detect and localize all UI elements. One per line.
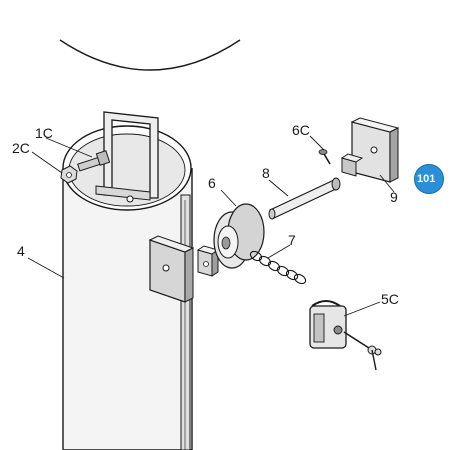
label-1c: 1C: [35, 125, 53, 141]
pin: [268, 177, 341, 220]
padlock-keys: [343, 331, 382, 371]
bolt: [77, 150, 111, 172]
padlock: [309, 300, 347, 349]
small-screw: [318, 149, 331, 165]
leader-lines: [27, 135, 395, 317]
label-6: 6: [208, 175, 216, 191]
label-2c: 2C: [12, 140, 30, 156]
label-5c: 5C: [381, 291, 399, 307]
nut: [60, 165, 78, 184]
pulley-wheel: [213, 203, 265, 269]
label-6c: 6C: [292, 122, 310, 138]
label-8: 8: [262, 165, 270, 181]
bracket-block: [340, 117, 400, 183]
side-plate: [148, 235, 195, 303]
chain: [249, 250, 307, 285]
label-7: 7: [288, 232, 296, 248]
label-9: 9: [390, 189, 398, 205]
u-bracket: [95, 111, 159, 203]
part-number-badge: 101: [414, 164, 444, 194]
upper-post-outline: [59, 39, 241, 71]
label-4: 4: [17, 243, 25, 259]
